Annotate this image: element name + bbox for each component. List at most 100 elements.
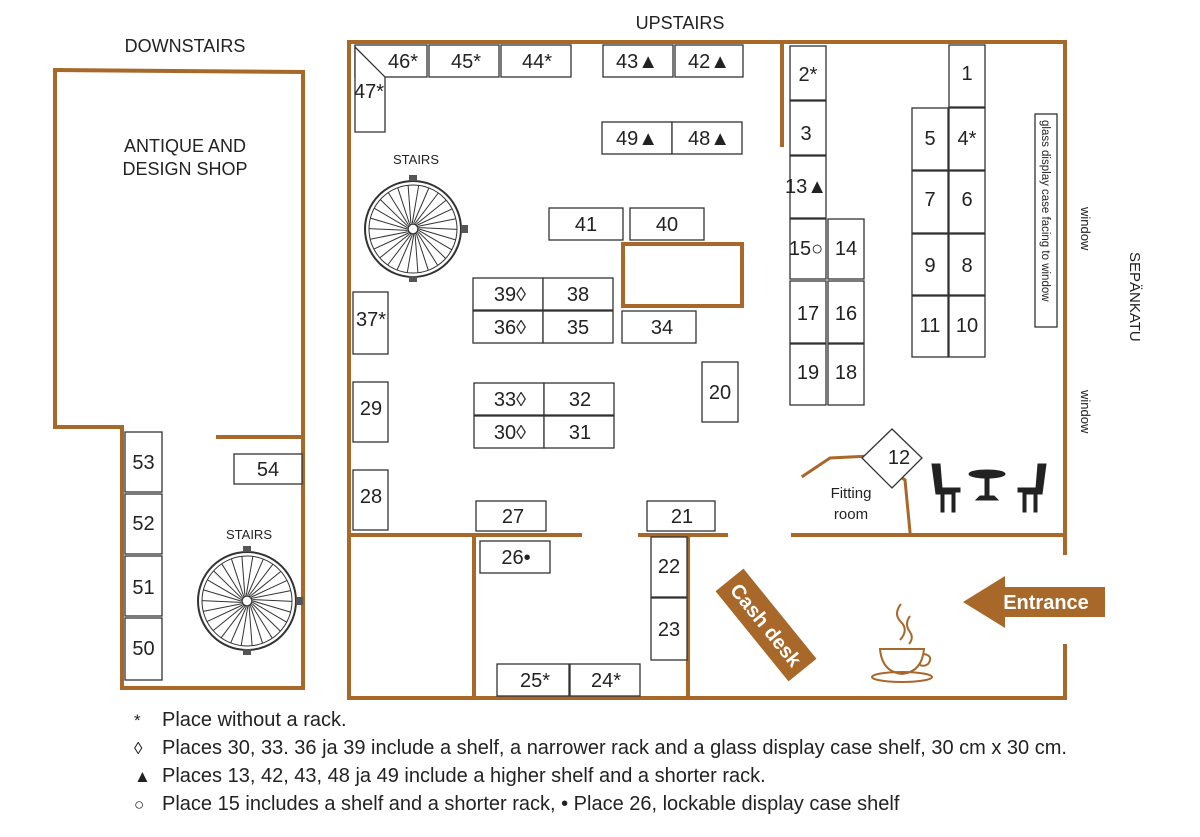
place-15[interactable]: 15○ <box>789 218 827 280</box>
place-27[interactable]: 27 <box>475 500 547 532</box>
place-21[interactable]: 21 <box>646 500 716 532</box>
svg-text:45*: 45* <box>451 51 481 73</box>
place-48[interactable]: 48▲ <box>671 121 743 155</box>
asterisk-symbol: * <box>134 711 141 730</box>
place-51[interactable]: 51 <box>124 555 163 617</box>
svg-text:22: 22 <box>658 556 680 578</box>
stair-tread <box>370 217 408 230</box>
svg-text:29: 29 <box>360 398 382 420</box>
svg-text:23: 23 <box>658 619 680 641</box>
place-9[interactable]: 9 <box>911 233 949 296</box>
stair-tread <box>418 229 453 251</box>
stair-tread <box>248 563 274 596</box>
place-6[interactable]: 6 <box>948 170 986 234</box>
place-38[interactable]: 38 <box>542 277 614 311</box>
stair-tread <box>387 192 409 226</box>
place-32[interactable]: 32 <box>543 382 615 416</box>
place-12[interactable]: 12 <box>861 428 923 489</box>
stair-tread <box>220 606 246 639</box>
place-36[interactable]: 36◊ <box>472 310 544 344</box>
place-41[interactable]: 41 <box>548 207 624 241</box>
stair-tread <box>418 228 456 241</box>
svg-text:10: 10 <box>956 315 978 337</box>
place-34[interactable]: 34 <box>621 310 697 344</box>
place-26[interactable]: 26• <box>479 540 551 574</box>
place-30[interactable]: 30◊ <box>473 415 545 449</box>
svg-text:13▲: 13▲ <box>785 176 827 198</box>
place-42[interactable]: 42▲ <box>674 44 744 78</box>
place-13[interactable]: 13▲ <box>785 155 827 219</box>
place-28[interactable]: 28 <box>352 469 389 531</box>
place-2[interactable]: 2* <box>789 45 827 101</box>
place-17[interactable]: 17 <box>789 280 827 344</box>
stair-tread <box>241 556 246 596</box>
place-23[interactable]: 23 <box>650 597 688 661</box>
svg-text:50: 50 <box>132 638 154 660</box>
place-1[interactable]: 1 <box>948 44 986 108</box>
svg-text:53: 53 <box>132 452 154 474</box>
stair-tread <box>203 589 242 602</box>
svg-text:27: 27 <box>502 506 524 528</box>
stair-tread <box>213 570 243 599</box>
svg-text:19: 19 <box>797 362 819 384</box>
place-29[interactable]: 29 <box>352 381 389 443</box>
place-49[interactable]: 49▲ <box>601 121 673 155</box>
place-33[interactable]: 33◊ <box>473 382 545 416</box>
place-5[interactable]: 5 <box>911 107 949 171</box>
place-14[interactable]: 14 <box>827 218 865 280</box>
stair-tread <box>251 604 273 639</box>
svg-text:24*: 24* <box>591 670 621 692</box>
upstairs-label: UPSTAIRS <box>636 13 725 33</box>
place-11[interactable]: 11 <box>911 295 949 358</box>
stair-tread <box>203 603 242 612</box>
shop-name-line2: DESIGN SHOP <box>122 159 247 179</box>
legend-text: Places 30, 33. 36 ja 39 include a shelf,… <box>162 737 1067 759</box>
place-8[interactable]: 8 <box>948 233 986 296</box>
cash-desk[interactable]: Cash desk <box>715 568 817 682</box>
svg-text:32: 32 <box>569 389 591 411</box>
place-25[interactable]: 25* <box>496 663 570 697</box>
place-39[interactable]: 39◊ <box>472 277 544 311</box>
place-19[interactable]: 19 <box>789 343 827 406</box>
entrance-arrow[interactable]: Entrance <box>963 576 1105 628</box>
stair-tread <box>373 232 409 250</box>
place-3[interactable]: 3 <box>789 100 827 156</box>
place-40[interactable]: 40 <box>629 207 705 241</box>
glass-case-label: glass display case facing to window <box>1039 120 1051 302</box>
entrance-label: Entrance <box>1003 592 1089 614</box>
svg-text:54: 54 <box>257 459 279 481</box>
place-24[interactable]: 24* <box>569 663 641 697</box>
place-37[interactable]: 37* <box>352 291 389 355</box>
place-20[interactable]: 20 <box>701 361 739 423</box>
place-31[interactable]: 31 <box>543 415 615 449</box>
stair-tread <box>414 234 419 273</box>
place-45[interactable]: 45* <box>428 44 500 78</box>
place-50[interactable]: 50 <box>124 617 163 681</box>
place-7[interactable]: 7 <box>911 170 949 234</box>
window-top-label: window <box>1078 206 1093 251</box>
place-18[interactable]: 18 <box>827 343 865 406</box>
place-43[interactable]: 43▲ <box>602 44 674 78</box>
svg-text:4*: 4* <box>958 128 977 150</box>
place-4[interactable]: 4* <box>948 107 986 171</box>
spiral-stairs-down-icon <box>197 546 303 655</box>
stair-tread <box>245 556 254 596</box>
place-35[interactable]: 35 <box>542 310 614 344</box>
diamond-symbol: ◊ <box>134 739 143 758</box>
place-47[interactable]: 47* <box>354 45 386 133</box>
place-54[interactable]: 54 <box>233 453 303 485</box>
place-22[interactable]: 22 <box>650 536 688 598</box>
stair-tread <box>252 599 293 602</box>
svg-text:36◊: 36◊ <box>494 317 526 339</box>
svg-text:14: 14 <box>835 238 857 260</box>
place-44[interactable]: 44* <box>500 44 572 78</box>
svg-text:47*: 47* <box>354 81 384 103</box>
place-53[interactable]: 53 <box>124 431 163 493</box>
svg-text:16: 16 <box>835 303 857 325</box>
svg-text:17: 17 <box>797 303 819 325</box>
place-52[interactable]: 52 <box>124 493 163 555</box>
stair-tread <box>418 218 456 227</box>
place-16[interactable]: 16 <box>827 280 865 344</box>
svg-text:31: 31 <box>569 422 591 444</box>
place-10[interactable]: 10 <box>948 295 986 358</box>
